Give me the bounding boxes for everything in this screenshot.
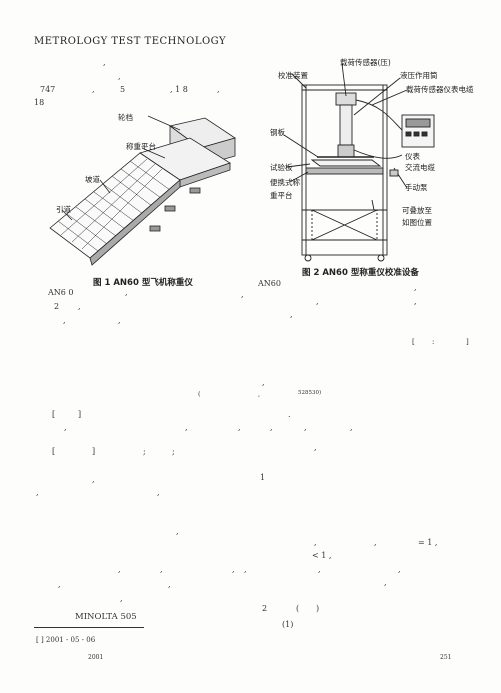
text-fragment: ,: [258, 390, 261, 398]
text-fragment: AN60: [258, 279, 281, 288]
text-fragment: 5: [120, 85, 126, 94]
text-fragment: ,: [217, 85, 220, 94]
text-fragment: ]: [92, 447, 96, 456]
text-fragment: ,: [36, 488, 39, 497]
footnote-brand: MINOLTA 505: [75, 612, 137, 622]
text-fragment: ,: [374, 538, 377, 547]
text-fragment: 528530): [298, 390, 322, 396]
text-fragment: ,: [350, 423, 353, 432]
text-fragment: ,: [125, 288, 128, 297]
text-fragment: ,: [160, 565, 163, 574]
text-fragment: ,: [63, 316, 66, 325]
fig1-label-ramp: 坡道: [85, 175, 100, 184]
text-fragment: ,: [398, 565, 401, 574]
journal-header: METROLOGY TEST TECHNOLOGY: [34, 36, 227, 47]
text-fragment: ,: [168, 580, 171, 589]
text-fragment: ,: [304, 423, 307, 432]
text-fragment: [: [412, 338, 415, 346]
fig2-label-dashed-position: 如图位置: [402, 218, 432, 227]
fig2-label-load-sensor: 载荷传感器(压): [340, 58, 391, 67]
footnote-rule: [34, 627, 144, 628]
text-fragment: ,: [270, 423, 273, 432]
text-fragment: ,: [120, 594, 123, 603]
fig1-label-lead: 引道: [56, 205, 71, 214]
text-fragment: ]: [78, 410, 82, 419]
text-fragment: ,: [262, 378, 265, 387]
text-fragment: 2: [262, 604, 268, 613]
text-fragment: [: [52, 447, 56, 456]
text-fragment: 1: [260, 473, 266, 482]
text-fragment: ,: [118, 316, 121, 325]
fig1-label-platform: 称重平台: [126, 142, 156, 151]
text-fragment: ,: [176, 527, 179, 536]
text-fragment: ,: [314, 443, 317, 452]
text-fragment: ,: [244, 565, 247, 574]
text-fragment: .: [288, 410, 291, 419]
text-fragment: [: [52, 410, 56, 419]
text-fragment: ,: [92, 85, 95, 94]
fig2-label-foldable: 可叠放至: [402, 206, 432, 215]
text-fragment: ,: [290, 310, 293, 319]
text-fragment: ): [316, 604, 320, 613]
fig2-label-ac-cable: 交流电缆: [405, 163, 435, 172]
text-fragment: ,: [316, 297, 319, 306]
text-fragment: ,: [103, 58, 106, 67]
text-fragment: ,: [118, 72, 121, 81]
text-fragment: ,: [185, 423, 188, 432]
text-fragment: (: [198, 390, 201, 398]
page-number: 251: [440, 654, 452, 661]
fig2-label-test-plate: 试验板: [270, 163, 293, 172]
text-fragment: ,: [314, 538, 317, 547]
text-fragment: ,: [414, 283, 417, 292]
text-fragment: :: [432, 338, 435, 346]
fig1-label-wheel: 轮档: [118, 113, 133, 122]
text-fragment: 2: [54, 302, 60, 311]
text-fragment: ,: [318, 565, 321, 574]
fig2-label-calib: 校准装置: [278, 71, 308, 80]
text-fragment: (1): [282, 620, 294, 629]
text-fragment: ,: [414, 297, 417, 306]
text-fragment: 18: [34, 98, 45, 107]
fig2-label-weigh-platform: 重平台: [270, 191, 293, 200]
fig2-label-cable: 载荷传感器仪表电缆: [406, 85, 474, 94]
figure-1-illustration: [49, 115, 236, 266]
fig2-label-pump: 手动泵: [405, 183, 428, 192]
fig2-label-portable: 便携式称: [270, 178, 300, 187]
text-fragment: ;: [143, 447, 146, 456]
text-fragment: < 1 ,: [312, 551, 332, 560]
text-fragment: ,: [78, 302, 81, 311]
footnote-date: [ ] 2001 - 05 - 06: [36, 636, 96, 644]
fig2-label-instrument: 仪表: [405, 152, 420, 161]
text-fragment: ,: [92, 475, 95, 484]
text-fragment: ,: [241, 290, 244, 299]
text-fragment: 747: [40, 85, 56, 94]
text-fragment: = 1 ,: [418, 538, 438, 547]
fig2-label-plate: 钢板: [270, 128, 285, 137]
fig2-label-hydraulic: 液压作用筒: [400, 71, 438, 80]
figure-2-caption: 图 2 AN60 型称重仪校准设备: [302, 268, 419, 278]
text-fragment: , 1 8: [170, 85, 188, 94]
text-fragment: ,: [157, 488, 160, 497]
text-fragment: (: [296, 604, 300, 613]
text-fragment: ]: [466, 338, 469, 346]
text-fragment: ,: [232, 565, 235, 574]
figure-1-caption: 图 1 AN60 型飞机称重仪: [93, 278, 193, 288]
text-fragment: ;: [172, 447, 175, 456]
text-fragment: AN6 0: [48, 288, 74, 297]
text-fragment: ,: [238, 423, 241, 432]
footnote-year: 2001: [88, 654, 104, 661]
text-fragment: ,: [58, 580, 61, 589]
text-fragment: ,: [118, 565, 121, 574]
text-fragment: ,: [64, 423, 67, 432]
figure-2-illustration: [283, 63, 435, 262]
text-fragment: ,: [384, 578, 387, 587]
